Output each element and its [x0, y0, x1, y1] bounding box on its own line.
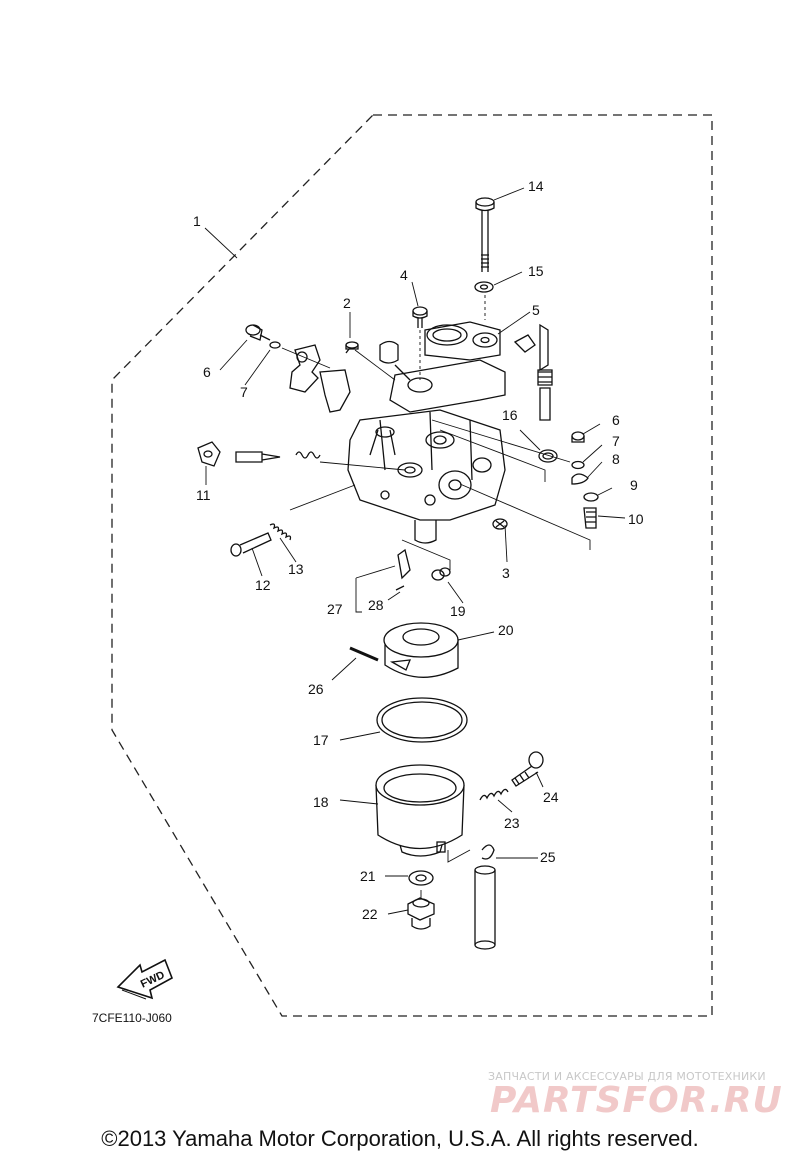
jet-needle-parts — [197, 441, 321, 467]
callout-25: 25 — [540, 849, 556, 865]
callout-5: 5 — [532, 302, 540, 318]
callout-26: 26 — [308, 681, 324, 697]
callout-16: 16 — [502, 407, 518, 423]
drain-tube-part — [474, 865, 496, 950]
callout-4: 4 — [400, 267, 408, 283]
washer-part — [474, 281, 494, 293]
drawing-code: 7CFE110-J060 — [92, 1011, 172, 1025]
right-side-small-parts — [571, 431, 599, 529]
callout-12: 12 — [255, 577, 271, 593]
callout-1: 1 — [193, 213, 201, 229]
throttle-stop-screw — [230, 523, 292, 557]
callout-14: 14 — [528, 178, 544, 194]
drain-spring-part — [479, 788, 509, 801]
callout-20: 20 — [498, 622, 514, 638]
tube-clip-part — [481, 844, 495, 860]
choke-bracket-part — [289, 340, 411, 413]
callout-11: 11 — [196, 487, 211, 503]
drain-bolt-part — [407, 897, 435, 930]
callout-7b: 7 — [612, 433, 620, 449]
callout-27: 27 — [327, 601, 343, 617]
float-pin-part — [349, 646, 379, 662]
main-jet-part — [395, 548, 411, 591]
callout-23: 23 — [504, 815, 520, 831]
screw-part-3 — [492, 518, 508, 530]
small-screw-part — [345, 341, 359, 354]
fwd-arrow-icon — [116, 958, 174, 1000]
carburetor-body-part — [347, 321, 506, 544]
assembly-boundary — [111, 114, 713, 1017]
callout-6b: 6 — [612, 412, 620, 428]
callout-leader-lines — [204, 187, 626, 915]
callout-2: 2 — [343, 295, 351, 311]
callout-numbers: 1 2 3 4 5 6 7 6 7 8 9 10 11 12 13 14 15 … — [193, 178, 644, 922]
callout-7a: 7 — [240, 384, 248, 400]
idle-adjust-assembly — [513, 323, 553, 421]
long-bolt-part — [475, 197, 495, 272]
callout-22: 22 — [362, 906, 378, 922]
copyright-footer: ©2013 Yamaha Motor Corporation, U.S.A. A… — [101, 1126, 699, 1151]
drain-screw-part — [511, 751, 544, 787]
callout-28: 28 — [368, 597, 384, 613]
screw-and-washer-left — [245, 324, 281, 349]
callout-6a: 6 — [203, 364, 211, 380]
pilot-jet-part — [431, 567, 451, 581]
callout-15: 15 — [528, 263, 544, 279]
o-ring-part — [538, 449, 558, 463]
watermark-tagline: ЗАПЧАСТИ И АКСЕССУАРЫ ДЛЯ МОТОТЕХНИКИ — [488, 1070, 766, 1083]
drain-gasket-part — [408, 870, 434, 886]
callout-3: 3 — [502, 565, 510, 581]
callout-19: 19 — [450, 603, 466, 619]
screw-part — [412, 306, 428, 328]
float-part — [383, 622, 459, 678]
callout-8: 8 — [612, 451, 620, 467]
callout-24: 24 — [543, 789, 559, 805]
callout-18: 18 — [313, 794, 329, 810]
callout-13: 13 — [288, 561, 304, 577]
callout-9: 9 — [630, 477, 638, 493]
assembly-guide-lines — [281, 295, 591, 898]
callout-21: 21 — [360, 868, 376, 884]
gasket-part — [376, 697, 468, 743]
callout-10: 10 — [628, 511, 644, 527]
watermark-logo: PARTSFOR.RU — [490, 1080, 783, 1121]
callout-17: 17 — [313, 732, 329, 748]
float-bowl-part — [375, 764, 465, 857]
